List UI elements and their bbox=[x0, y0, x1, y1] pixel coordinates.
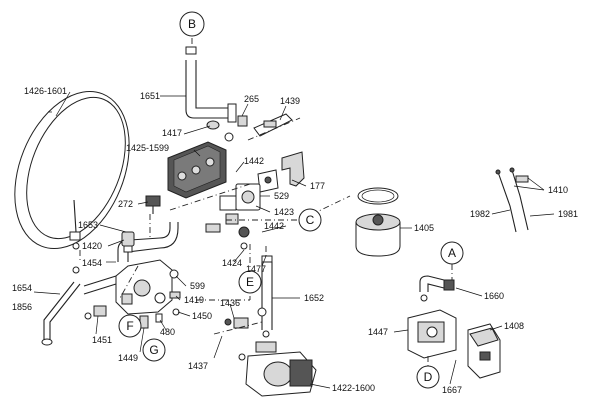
part-label-1439: 1439 bbox=[280, 96, 300, 106]
part-label-1437: 1437 bbox=[188, 361, 208, 371]
pipe-1660 bbox=[419, 275, 455, 302]
svg-text:F: F bbox=[126, 319, 133, 333]
relief-valve-1420 bbox=[121, 231, 135, 253]
part-label-1423: 1423 bbox=[274, 207, 294, 217]
part-label-1654: 1654 bbox=[12, 283, 32, 293]
part-label-272: 272 bbox=[118, 199, 133, 209]
pipe-1651 bbox=[185, 46, 237, 130]
part-label-1856: 1856 bbox=[12, 302, 32, 312]
sensor-272 bbox=[145, 195, 161, 214]
part-label-1422-1600: 1422-1600 bbox=[332, 383, 375, 393]
part-label-1405: 1405 bbox=[414, 223, 434, 233]
heat-exchanger bbox=[167, 141, 227, 199]
svg-text:G: G bbox=[149, 343, 158, 357]
svg-text:E: E bbox=[246, 275, 254, 289]
part-label-1660: 1660 bbox=[484, 291, 504, 301]
circled-ref-d: D bbox=[416, 365, 440, 389]
circled-ref-f: F bbox=[118, 314, 142, 338]
control-module-1408 bbox=[467, 323, 501, 379]
fittings-1449-480 bbox=[139, 313, 163, 329]
svg-text:D: D bbox=[424, 370, 433, 384]
circled-ref-e: E bbox=[238, 270, 262, 294]
part-label-1417: 1417 bbox=[162, 128, 182, 138]
valve-group-center bbox=[205, 183, 261, 250]
part-label-1477: 1477 bbox=[246, 264, 266, 274]
part-label-1424: 1424 bbox=[222, 258, 242, 268]
filter-1405 bbox=[355, 187, 401, 257]
part-label-1426-1601: 1426-1601 bbox=[24, 86, 67, 96]
part-label-1419: 1419 bbox=[184, 295, 204, 305]
svg-text:C: C bbox=[306, 213, 315, 227]
expansion-vessel bbox=[14, 91, 130, 250]
pipe-1654 bbox=[41, 266, 81, 346]
part-labels: 1426-1601 1651 265 1439 1417 1425-1599 1… bbox=[12, 86, 578, 395]
part-label-1442-mid: 1442 bbox=[264, 221, 284, 231]
part-label-1436: 1436 bbox=[220, 298, 240, 308]
part-label-1425-1599: 1425-1599 bbox=[126, 143, 169, 153]
part-label-1652: 1652 bbox=[304, 293, 324, 303]
bracket-177 bbox=[257, 151, 305, 193]
circled-ref-a: A bbox=[440, 241, 464, 265]
part-label-1981: 1981 bbox=[558, 209, 578, 219]
part-label-1454: 1454 bbox=[82, 258, 102, 268]
pipe-1652 bbox=[257, 255, 273, 338]
gas-valve-1447 bbox=[407, 309, 457, 359]
part-label-265: 265 bbox=[244, 94, 259, 104]
circled-ref-g: G bbox=[142, 338, 166, 362]
part-label-1667: 1667 bbox=[442, 385, 462, 395]
svg-text:A: A bbox=[448, 246, 456, 260]
fitting-1451 bbox=[84, 305, 107, 320]
leader-lines bbox=[33, 91, 555, 389]
pump-1422-1600 bbox=[245, 341, 317, 397]
part-label-1420: 1420 bbox=[82, 241, 102, 251]
circled-ref-b: B bbox=[179, 11, 205, 37]
part-label-1408: 1408 bbox=[504, 321, 524, 331]
circled-ref-c: C bbox=[298, 208, 322, 232]
valve-1436 bbox=[224, 317, 249, 361]
part-label-1410: 1410 bbox=[548, 185, 568, 195]
part-label-177: 177 bbox=[310, 181, 325, 191]
part-label-529: 529 bbox=[274, 191, 289, 201]
svg-text:B: B bbox=[188, 17, 196, 31]
small-parts-right-block bbox=[169, 269, 181, 316]
part-label-1982: 1982 bbox=[470, 209, 490, 219]
part-label-480: 480 bbox=[160, 327, 175, 337]
part-label-599: 599 bbox=[190, 281, 205, 291]
part-label-1451: 1451 bbox=[92, 335, 112, 345]
small-parts-top bbox=[224, 113, 293, 142]
hydraulic-block bbox=[83, 222, 179, 315]
part-label-1447: 1447 bbox=[368, 327, 388, 337]
part-label-1450: 1450 bbox=[192, 311, 212, 321]
electrodes bbox=[495, 167, 529, 233]
part-label-1442-top: 1442 bbox=[244, 156, 264, 166]
part-label-1449: 1449 bbox=[118, 353, 138, 363]
part-label-1653: 1653 bbox=[78, 220, 98, 230]
part-label-1651: 1651 bbox=[140, 91, 160, 101]
